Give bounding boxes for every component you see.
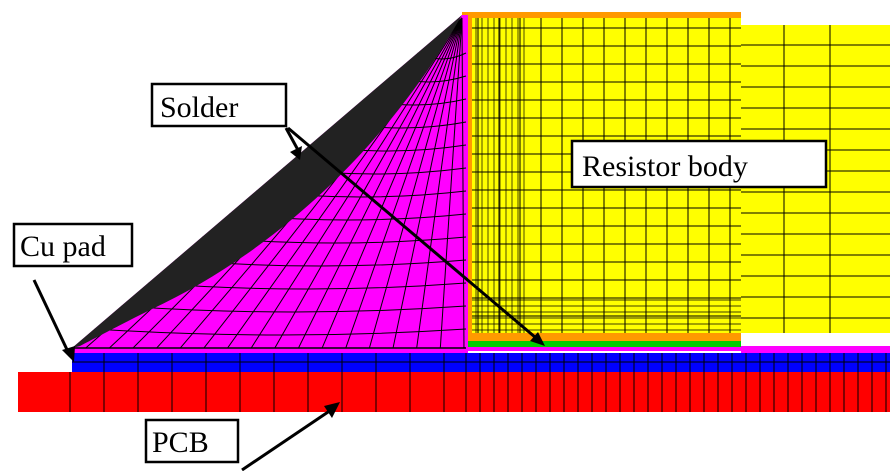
mesh-line	[415, 17, 463, 348]
solder-fillet	[72, 15, 468, 353]
label-cu-pad: Cu pad	[12, 222, 134, 362]
svg-text:Cu pad: Cu pad	[20, 230, 106, 263]
mesh-line	[295, 17, 463, 348]
fillet-surface	[72, 15, 462, 348]
mesh-line	[271, 17, 463, 348]
mesh-line	[121, 305, 467, 313]
mesh-line	[343, 17, 463, 348]
label-pcb: PCB	[144, 402, 340, 471]
svg-text:PCB: PCB	[152, 426, 209, 459]
mesh-line	[461, 17, 465, 348]
svg-text:Solder: Solder	[160, 91, 238, 124]
cu-pad-layer	[72, 353, 890, 372]
pcb-layer	[18, 372, 890, 412]
mesh-line	[319, 17, 463, 348]
label-resistor-body: Resistor body	[570, 139, 828, 189]
mesh-line	[94, 328, 467, 336]
label-solder: Solder	[150, 82, 545, 346]
resistor-body	[462, 12, 890, 353]
mesh-line	[439, 17, 463, 348]
mesh-line	[367, 17, 463, 348]
mesh-line	[391, 17, 463, 348]
svg-text:Resistor body: Resistor body	[582, 150, 748, 183]
